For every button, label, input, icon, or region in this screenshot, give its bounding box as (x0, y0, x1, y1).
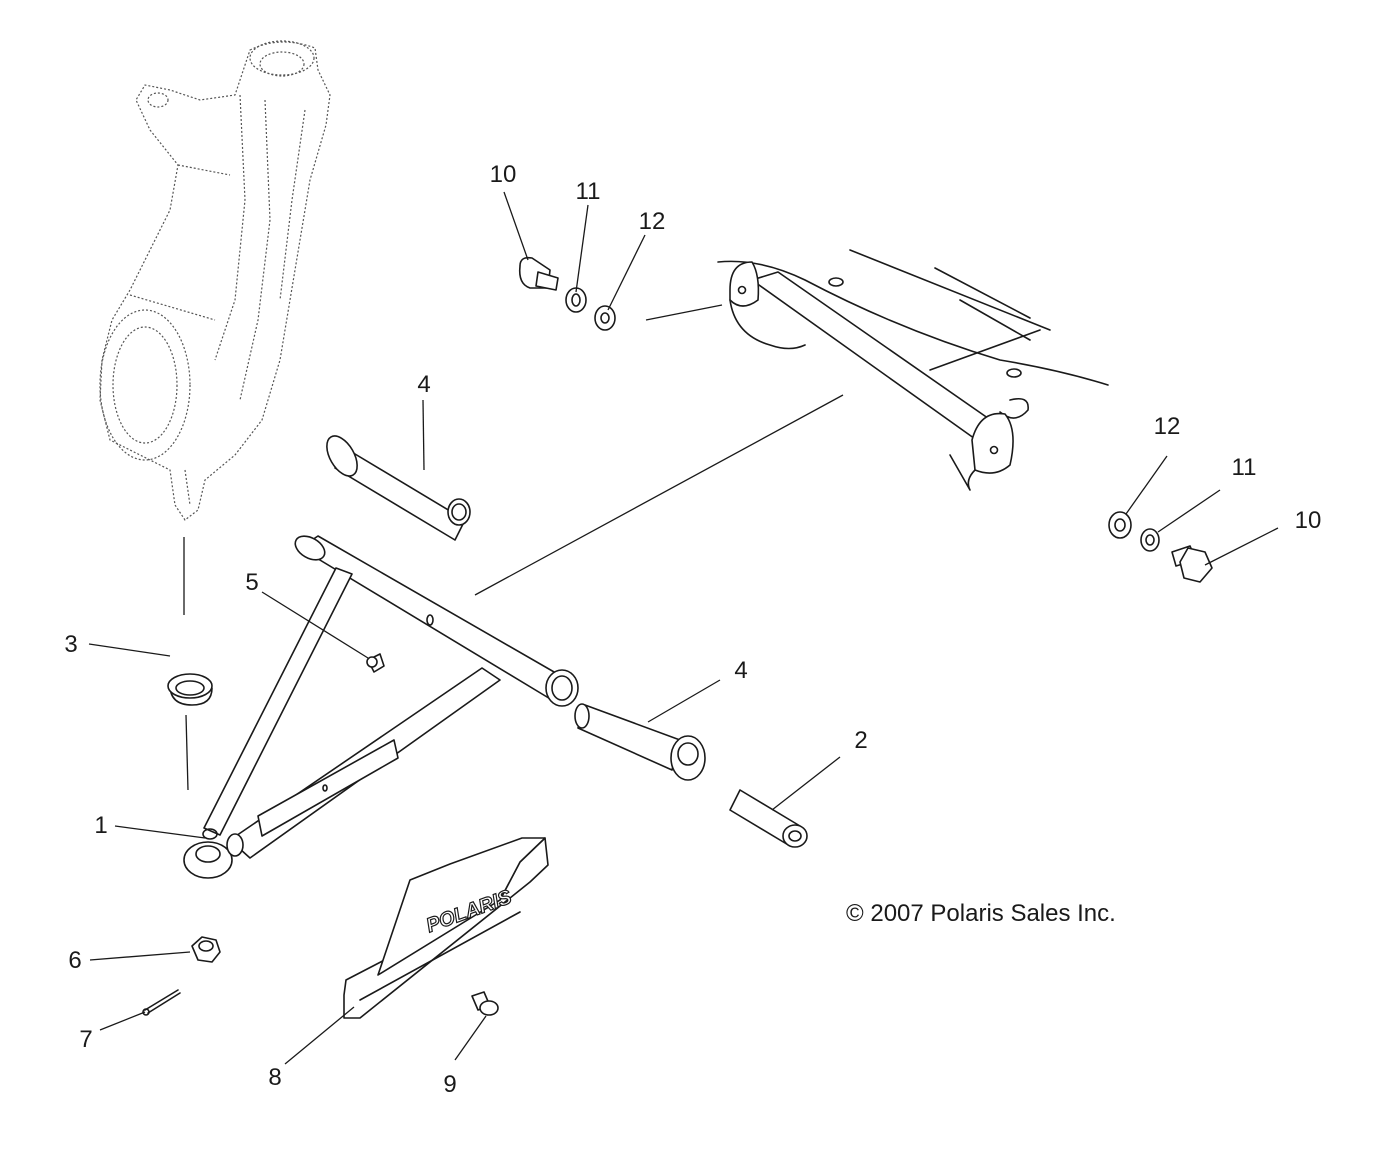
callout-12-upper: 12 (639, 208, 666, 235)
callouts: 1 2 3 4 4 5 6 7 8 9 10 11 12 12 11 10 (64, 161, 1321, 1098)
callout-3: 3 (64, 631, 77, 658)
lockwasher-lower (1140, 528, 1160, 552)
callout-10-lower: 10 (1295, 507, 1322, 534)
callout-11-lower: 11 (1232, 454, 1257, 481)
callout-11-upper: 11 (576, 178, 601, 205)
callout-9: 9 (443, 1071, 456, 1098)
callout-5: 5 (245, 569, 258, 596)
callout-7: 7 (79, 1026, 92, 1053)
frame-crossmember (717, 249, 1109, 491)
lock-nut (191, 936, 221, 963)
bushing-cup (167, 673, 213, 706)
callout-12-lower: 12 (1154, 413, 1181, 440)
washer-lower (1108, 511, 1132, 539)
callout-4-lower: 4 (734, 657, 747, 684)
callout-4-upper: 4 (417, 371, 430, 398)
callout-8: 8 (268, 1064, 281, 1091)
cotter-pin (142, 989, 181, 1016)
callout-2: 2 (854, 727, 867, 754)
guard-screw (471, 991, 499, 1016)
steering-knuckle (99, 40, 331, 521)
pivot-tube (729, 789, 808, 848)
washer-upper (594, 305, 616, 331)
bolt-lower (1171, 545, 1213, 583)
bolt-upper (518, 256, 559, 291)
callout-10-upper: 10 (490, 161, 517, 188)
a-arm (183, 535, 579, 879)
copyright-notice: © 2007 Polaris Sales Inc. (846, 900, 1116, 927)
callout-1: 1 (94, 812, 107, 839)
leader-lines (88, 191, 1279, 1065)
lockwasher-upper (565, 287, 587, 313)
grease-fitting (366, 653, 385, 673)
bushing-upper (326, 435, 471, 541)
a-arm-guard: POLARIS (343, 837, 549, 1019)
bushing-lower (574, 703, 706, 781)
callout-6: 6 (68, 947, 81, 974)
